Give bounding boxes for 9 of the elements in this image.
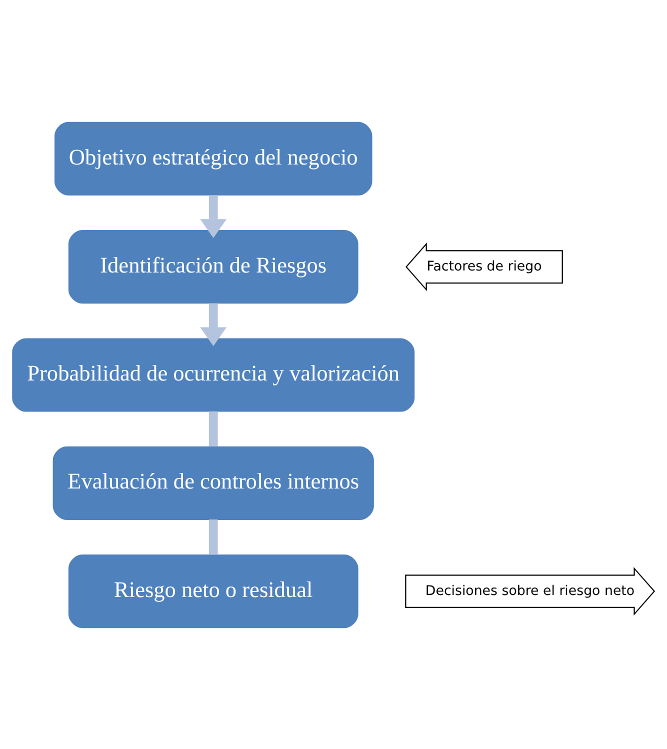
connector — [208, 410, 218, 446]
node-box: Objetivo estratégico del negocio — [54, 121, 372, 195]
node-box: Evaluación de controles internos — [52, 446, 374, 520]
node-box: Probabilidad de ocurrencia y valorización — [12, 338, 415, 412]
node-box: Identificación de Riesgos — [68, 230, 358, 304]
connector — [208, 519, 218, 554]
node-box: Riesgo neto o residual — [68, 554, 358, 628]
arrow — [200, 302, 227, 346]
arrow — [200, 194, 227, 238]
